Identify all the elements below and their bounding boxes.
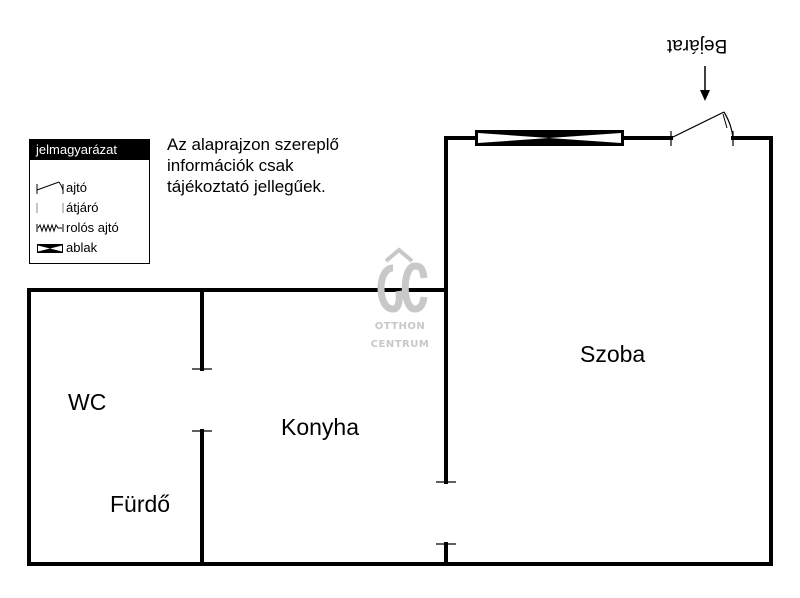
legend-item-label: ablak bbox=[66, 240, 98, 255]
door-icon bbox=[36, 181, 64, 194]
walls bbox=[27, 136, 773, 566]
legend: jelmagyarázat ajtó átjáró rolós ajtó abl… bbox=[29, 139, 150, 264]
entrance-door bbox=[670, 111, 734, 146]
legend-item-door: ajtó bbox=[30, 178, 149, 198]
window bbox=[475, 130, 624, 146]
legend-item-roller-door: rolós ajtó bbox=[30, 218, 149, 238]
legend-item-passage: átjáró bbox=[30, 198, 149, 218]
passage-icon bbox=[36, 203, 64, 213]
watermark-line1: OTTHON bbox=[374, 321, 426, 332]
legend-title: jelmagyarázat bbox=[30, 140, 149, 160]
room-label-wc: WC bbox=[68, 389, 107, 415]
legend-item-label: rolós ajtó bbox=[66, 220, 119, 235]
passage-markers bbox=[192, 368, 456, 545]
room-label-szoba: Szoba bbox=[580, 341, 646, 367]
entrance-label: Bejárat bbox=[667, 35, 728, 56]
entrance-arrow-icon bbox=[700, 66, 710, 101]
room-label-furdo: Fürdő bbox=[110, 491, 171, 517]
window-icon bbox=[37, 244, 63, 253]
roller-door-icon bbox=[36, 223, 64, 233]
room-label-konyha: Konyha bbox=[281, 414, 360, 440]
watermark-line2: CENTRUM bbox=[370, 339, 430, 350]
disclaimer-text: Az alaprajzon szereplő információk csak … bbox=[167, 135, 339, 196]
legend-item-window: ablak bbox=[30, 238, 149, 258]
legend-item-label: ajtó bbox=[66, 180, 87, 195]
otthon-centrum-logo bbox=[377, 247, 428, 313]
legend-item-label: átjáró bbox=[66, 200, 99, 215]
